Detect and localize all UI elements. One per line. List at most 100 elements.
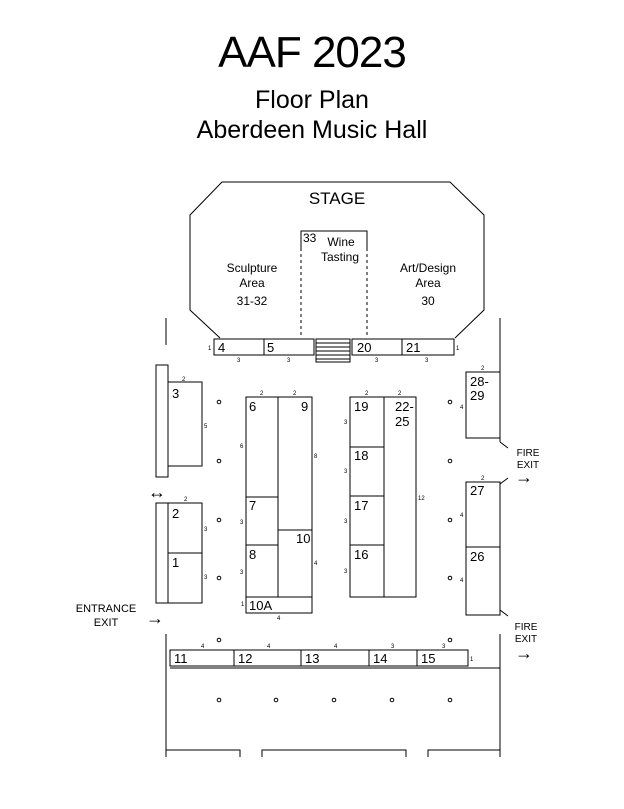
- booth-22-25-label-bottom: 25: [395, 414, 409, 429]
- wall-bottom-right: [427, 749, 500, 757]
- dim-label: 3: [344, 469, 348, 475]
- booth-28-29-label-bottom: 29: [470, 388, 484, 403]
- booth-6-label: 6: [249, 399, 256, 414]
- booth-21-label: 21: [406, 340, 420, 355]
- art-label-line2: Area: [415, 276, 441, 290]
- dim-label: 2: [182, 377, 186, 383]
- booth-5-label: 5: [267, 340, 274, 355]
- entrance-label: ENTRANCE: [76, 603, 137, 615]
- booth-17: [349, 495, 385, 546]
- dim-label: 1: [241, 602, 245, 608]
- dim-label: 2: [398, 391, 402, 397]
- dim-label: 2: [293, 391, 297, 397]
- booth-26: [465, 546, 501, 616]
- dim-label: 12: [418, 496, 425, 502]
- fire-exit-upper-arrow-icon: →: [515, 467, 533, 487]
- fire-exit-upper-line2: EXIT: [517, 460, 539, 471]
- dim-label: 2: [260, 391, 264, 397]
- art-label-line1: Art/Design: [400, 261, 456, 275]
- booth-16-label: 16: [354, 547, 368, 562]
- sculpture-booths: 31-32: [237, 294, 268, 308]
- dim-label: 4: [460, 405, 464, 411]
- dim-label: 4: [334, 644, 338, 650]
- dim-label: 4: [277, 616, 281, 622]
- booth-8-label: 8: [249, 547, 256, 562]
- booth-1-label: 1: [172, 555, 179, 570]
- dim-label: 4: [314, 561, 318, 567]
- column-posts: [216, 399, 453, 703]
- wall-panel-left-lower: [155, 502, 169, 604]
- page-title: AAF 2023: [218, 28, 407, 77]
- booth-20-label: 20: [357, 340, 371, 355]
- fire-exit-upper-line1: FIRE: [517, 448, 540, 459]
- wall-panel-left-upper: [155, 364, 169, 478]
- booth-6: [245, 396, 279, 498]
- booth-1: [167, 552, 203, 604]
- dim-label: 8: [314, 454, 318, 460]
- wall-right-mid-flare-bottom: [499, 609, 509, 617]
- dim-label: 4: [267, 644, 271, 650]
- booth-2: [167, 502, 203, 554]
- dim-label: 3: [240, 570, 244, 576]
- stairs: [315, 338, 351, 363]
- exit-label: EXIT: [94, 617, 119, 629]
- booth-11-label: 11: [174, 651, 188, 666]
- dim-label: 3: [425, 358, 429, 364]
- wine-booth-number: 33: [303, 231, 317, 245]
- dim-label: 1: [470, 657, 474, 663]
- wine-label-line2: Tasting: [321, 250, 359, 264]
- art-booths: 30: [421, 294, 435, 308]
- sculpture-label-line2: Area: [239, 276, 265, 290]
- booth-7: [245, 496, 279, 546]
- dim-label: 4: [460, 513, 464, 519]
- wine-label-line1: Wine: [327, 235, 355, 249]
- fire-exit-lower-line1: FIRE: [515, 622, 538, 633]
- dim-label: 4: [201, 644, 205, 650]
- booth-10-label: 10: [296, 531, 310, 546]
- booth-3-label: 3: [172, 386, 179, 401]
- booth-18-label: 18: [354, 448, 368, 463]
- dim-label: 3: [204, 527, 208, 533]
- booth-21: [401, 338, 455, 356]
- wall-bottom-middle: [261, 749, 407, 757]
- entrance-arrow-icon: →: [146, 608, 164, 628]
- booth-10a-label: 10A: [249, 598, 272, 613]
- wall-bottom-left: [166, 749, 241, 757]
- stage-label: STAGE: [309, 189, 365, 208]
- booth-9: [277, 396, 313, 531]
- stage-outline: [189, 181, 485, 339]
- dim-label: 2: [481, 366, 485, 372]
- dim-label: 1: [456, 346, 460, 352]
- wall-right-mid-flare-top: [499, 477, 509, 485]
- booth-27-label: 27: [470, 483, 484, 498]
- booth-22-25-label-top: 22-: [395, 399, 414, 414]
- booth-28-29-label-top: 28-: [470, 374, 489, 389]
- booth-26-label: 26: [470, 549, 484, 564]
- booth-14-label: 14: [373, 651, 387, 666]
- wall-right-upper-flare: [499, 441, 509, 449]
- dim-label: 3: [344, 420, 348, 426]
- dim-label: 3: [375, 358, 379, 364]
- booth-27: [465, 481, 501, 548]
- booth-22-25: [383, 396, 417, 598]
- dim-label: 1: [208, 346, 212, 352]
- booth-9-label: 9: [301, 399, 308, 414]
- fire-exit-lower-arrow-icon: →: [515, 643, 533, 663]
- booth-18: [349, 446, 385, 497]
- page-subtitle: Floor Plan: [255, 86, 369, 114]
- booth-4-label: 4: [218, 340, 225, 355]
- dim-label: 2: [481, 476, 485, 482]
- dim-label: 3: [442, 644, 446, 650]
- booth-19-label: 19: [354, 399, 368, 414]
- booth-7-label: 7: [249, 498, 256, 513]
- dim-label: 3: [344, 569, 348, 575]
- booth-3: [167, 381, 203, 467]
- booth-12-label: 12: [238, 651, 252, 666]
- dim-label: 3: [204, 575, 208, 581]
- dim-label: 2: [365, 391, 369, 397]
- dim-label: 3: [287, 358, 291, 364]
- booth-15: [416, 649, 469, 667]
- dim-label: 5: [204, 424, 208, 430]
- dim-label: 6: [240, 444, 244, 450]
